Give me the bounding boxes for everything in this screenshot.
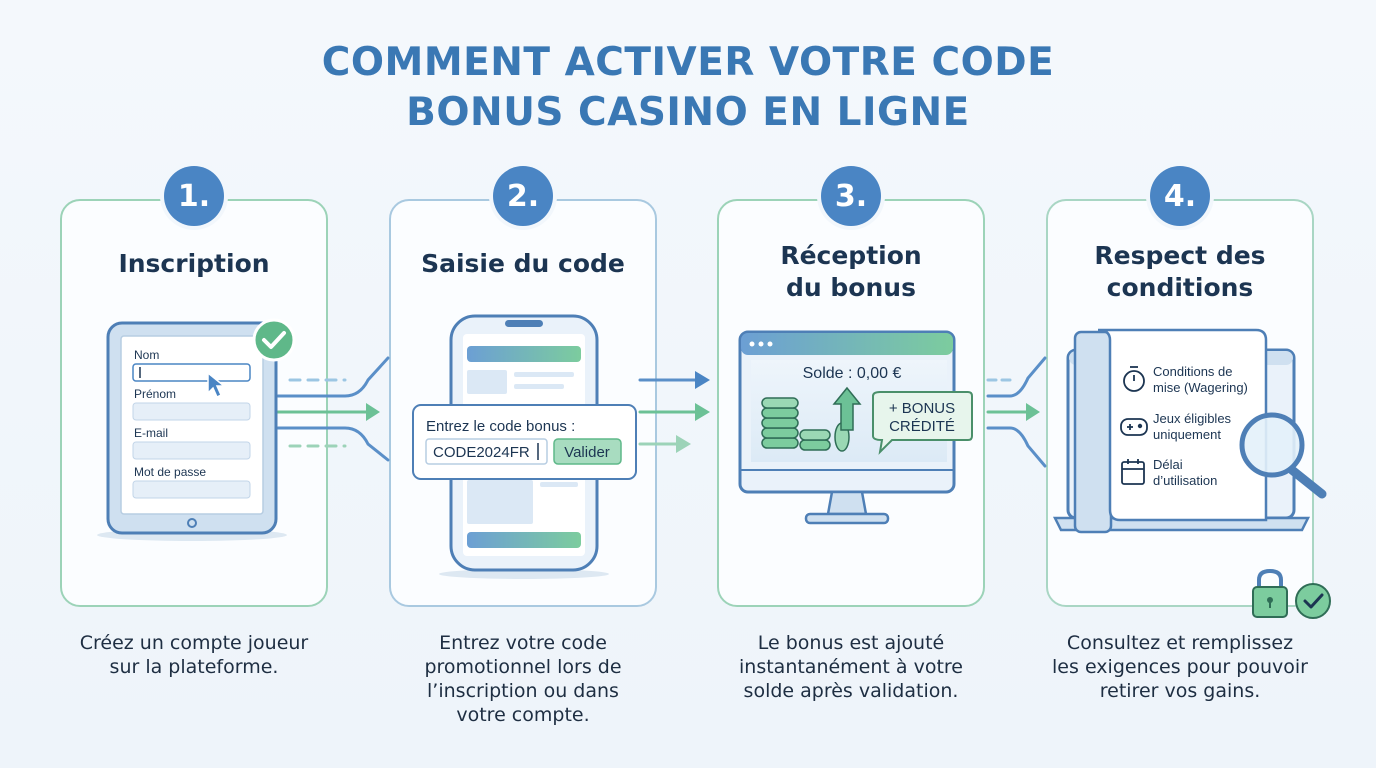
step-1-title: Inscription xyxy=(60,248,328,280)
arrow-up-icon xyxy=(832,386,862,431)
code-value: CODE2024FR xyxy=(433,444,530,461)
condition-3-line-1: Délai xyxy=(1153,457,1183,472)
step-3-description: Le bonus est ajouté instantanément à vot… xyxy=(706,631,996,703)
step-3-number-badge: 3. xyxy=(821,166,881,226)
laptop-document-illustration xyxy=(1052,328,1331,619)
tablet-illustration xyxy=(97,318,296,541)
code-prompt: Entrez le code bonus : xyxy=(426,418,575,435)
step-4-number-badge: 4. xyxy=(1150,166,1210,226)
form-label-prenom: Prénom xyxy=(134,387,176,401)
step-2-number-badge: 2. xyxy=(493,166,553,226)
stopwatch-icon xyxy=(1123,366,1145,392)
step-4-desc-line: les exigences pour pouvoir xyxy=(1052,656,1308,678)
step-1-desc-line: Créez un compte joueur xyxy=(79,632,309,654)
step-3-title-line-1: Réception xyxy=(780,241,922,270)
condition-2-line-1: Jeux éligibles xyxy=(1153,411,1232,426)
step-1-number-badge: 1. xyxy=(164,166,224,226)
step-2-desc-line: Entrez votre code xyxy=(439,632,607,654)
bonus-bubble xyxy=(872,391,973,455)
condition-1-line-1: Conditions de xyxy=(1153,364,1233,379)
step-4-title: Respect des conditions xyxy=(1046,240,1314,304)
connector-3-4 xyxy=(986,356,1047,468)
validate-button-label: Valider xyxy=(564,444,610,461)
check-badge-icon xyxy=(1295,583,1331,619)
title-line-1: COMMENT ACTIVER VOTRE CODE xyxy=(321,40,1055,85)
connector-2-3 xyxy=(638,371,710,453)
step-2-desc-line: promotionnel lors de xyxy=(424,656,622,678)
step-2-description: Entrez votre code promotionnel lors de l… xyxy=(378,631,668,727)
monitor-illustration xyxy=(738,330,973,525)
gamepad-icon xyxy=(1120,418,1148,436)
form-label-email: E-mail xyxy=(134,426,168,440)
magnifier-icon xyxy=(1239,412,1327,499)
step-1-desc-line: sur la plateforme. xyxy=(109,656,279,678)
step-1-title-line: Inscription xyxy=(118,249,270,278)
step-3-title-line-2: du bonus xyxy=(786,273,916,302)
phone-illustration xyxy=(412,314,637,579)
calendar-icon xyxy=(1121,459,1145,485)
balance-text: Solde : 0,00 € xyxy=(803,365,902,382)
step-3-desc-line: Le bonus est ajouté xyxy=(757,632,945,654)
coins-icon xyxy=(761,397,850,452)
form-label-password: Mot de passe xyxy=(134,465,206,479)
step-2-title: Saisie du code xyxy=(389,248,657,280)
bonus-line-1: + BONUS xyxy=(889,400,955,417)
step-2-title-line: Saisie du code xyxy=(421,249,625,278)
bonus-line-2: CRÉDITÉ xyxy=(889,418,955,435)
form-label-nom: Nom xyxy=(134,348,159,362)
step-4-desc-line: retirer vos gains. xyxy=(1099,680,1261,702)
check-circle-icon xyxy=(252,318,296,362)
lock-icon xyxy=(1252,568,1288,618)
connector-1-2 xyxy=(276,356,390,462)
title-line-2: BONUS CASINO EN LIGNE xyxy=(406,90,970,135)
page-title: COMMENT ACTIVER VOTRE CODE BONUS CASINO … xyxy=(0,38,1376,138)
step-3-desc-line: solde après validation. xyxy=(743,680,959,702)
step-2-desc-line: l’inscription ou dans xyxy=(427,680,619,702)
step-3-title: Réception du bonus xyxy=(717,240,985,304)
cursor-icon xyxy=(207,371,227,399)
step-4-title-line-2: conditions xyxy=(1106,273,1254,302)
step-4-desc-line: Consultez et remplissez xyxy=(1066,632,1294,654)
step-1-description: Créez un compte joueur sur la plateforme… xyxy=(49,631,339,679)
step-3-desc-line: instantanément à votre xyxy=(739,656,963,678)
condition-3-line-2: d’utilisation xyxy=(1153,473,1217,488)
condition-2-line-2: uniquement xyxy=(1153,427,1221,442)
step-4-description: Consultez et remplissez les exigences po… xyxy=(1035,631,1325,703)
step-2-desc-line: votre compte. xyxy=(456,704,590,726)
condition-1-line-2: mise (Wagering) xyxy=(1153,380,1248,395)
step-4-title-line-1: Respect des xyxy=(1094,241,1266,270)
